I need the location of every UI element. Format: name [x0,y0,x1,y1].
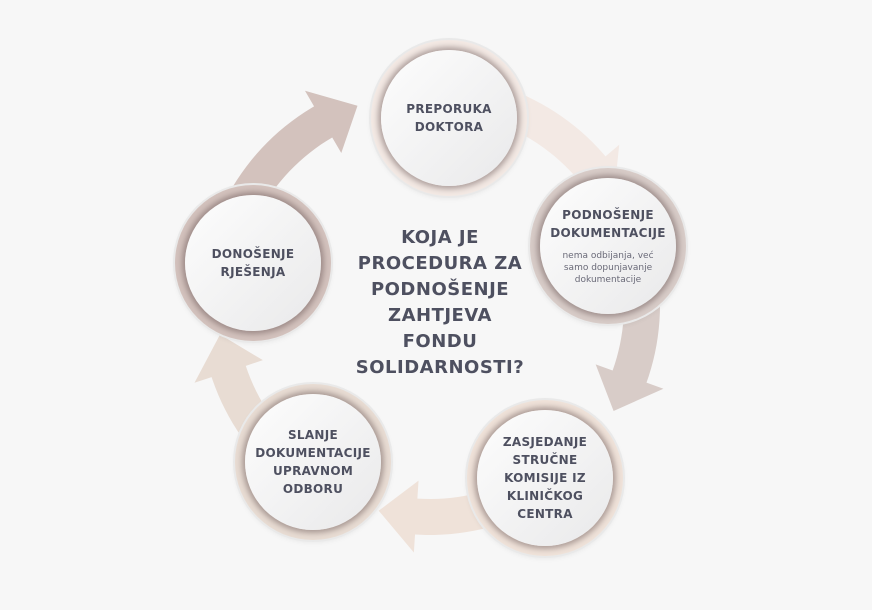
step-label: PREPORUKA DOKTORA [406,102,492,134]
step-label: ZASJEDANJE STRUČNE KOMISIJE IZ KLINIČKOG… [502,435,588,521]
step-note: nema odbijanja, već samo dopunjavanje do… [562,251,654,285]
step-label: PODNOŠENJE DOKUMENTACIJE [550,208,666,240]
step-zasjedanje-komisije: ZASJEDANJE STRUČNE KOMISIJE IZ KLINIČKOG… [467,400,623,556]
diagram-title: KOJA JE PROCEDURA ZA PODNOŠENJE ZAHTJEVA… [355,227,525,378]
step-label: SLANJE DOKUMENTACIJE UPRAVNOM ODBORU [255,428,371,496]
step-donosenje-rjesenja: DONOŠENJE RJEŠENJA [175,185,331,341]
step-slanje-dokumentacije: SLANJE DOKUMENTACIJE UPRAVNOM ODBORU [235,384,391,540]
step-preporuka-doktora: PREPORUKA DOKTORA [371,40,527,196]
step-label: DONOŠENJE RJEŠENJA [211,247,295,279]
step-podnosenje-dokumentacije: PODNOŠENJE DOKUMENTACIJE nema odbijanja,… [530,168,686,324]
